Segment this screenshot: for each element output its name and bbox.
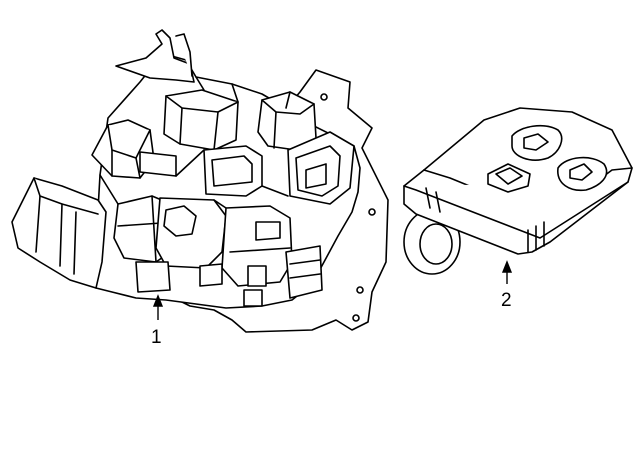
arrowhead-2 bbox=[501, 260, 513, 273]
leader-2 bbox=[501, 260, 513, 284]
callout-1: 1 bbox=[151, 327, 162, 348]
callout-2: 2 bbox=[501, 290, 512, 311]
leader-1 bbox=[152, 294, 164, 320]
key-fob-drawing bbox=[403, 107, 633, 275]
arrowhead-1 bbox=[152, 294, 164, 307]
module-drawing bbox=[11, 29, 389, 333]
